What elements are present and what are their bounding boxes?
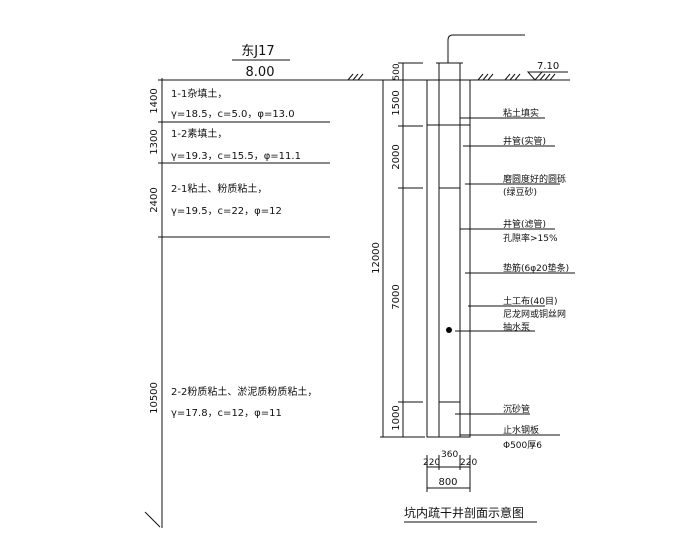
dim-500: 500 — [392, 63, 402, 80]
dim-800: 800 — [438, 477, 457, 488]
dim-360: 360 — [441, 450, 458, 460]
label-pump: 抽水泵 — [503, 321, 530, 333]
well-id: 东J17 — [241, 44, 274, 59]
dim-1400: 1400 — [149, 88, 160, 113]
well-body — [426, 34, 525, 438]
label-plate-size: Φ500厚6 — [503, 440, 542, 451]
dim-1000: 1000 — [391, 405, 402, 430]
layer-4-name: 2-2粉质粘土、淤泥质粉质粘土， — [171, 385, 317, 398]
well-dim-lines — [380, 62, 425, 438]
label-clay-fill: 粘土填实 — [503, 107, 539, 119]
label-steel-plate: 止水钢板 — [503, 424, 539, 436]
layer-3-name: 2-1粘土、粉质粘土， — [171, 182, 267, 195]
label-filter-pipe: 井管(滤管) — [503, 218, 546, 230]
label-spacer: 垫筋(6φ20垫条) — [503, 262, 569, 274]
leader-lines — [455, 117, 575, 436]
drawing-title: 坑内疏干井剖面示意图 — [404, 505, 524, 520]
dim-10500: 10500 — [149, 382, 160, 414]
dim-1300: 1300 — [149, 129, 160, 154]
dim-1500: 1500 — [391, 90, 402, 115]
label-solid-pipe: 井管(实管) — [503, 135, 546, 147]
label-gravel: 磨圆度好的圆砾 — [503, 173, 566, 185]
layer-1-params: γ=18.5，c=5.0，φ=13.0 — [171, 109, 295, 120]
dim-7000: 7000 — [391, 284, 402, 309]
layer-2-name: 1-2素填土， — [171, 127, 227, 140]
dim-2000: 2000 — [391, 144, 402, 169]
layer-2-params: γ=19.3，c=15.5，φ=11.1 — [171, 151, 301, 162]
label-porosity: 孔隙率>15% — [503, 232, 558, 244]
level-triangle-icon — [526, 71, 544, 81]
ground-level: 7.10 — [537, 61, 559, 72]
label-mesh: 尼龙网或铜丝网 — [503, 308, 566, 320]
layer-1-name: 1-1杂填土， — [171, 87, 227, 100]
layer-3-params: γ=19.5，c=22，φ=12 — [171, 206, 282, 217]
dim-2400: 2400 — [149, 187, 160, 212]
bottom-dim-lines — [426, 455, 471, 492]
dim-total-12000: 12000 — [371, 242, 382, 274]
label-gravel-2: (绿豆砂) — [503, 186, 537, 198]
layer-4-params: γ=17.8，c=12，φ=11 — [171, 408, 282, 419]
well-elevation: 8.00 — [246, 65, 275, 80]
label-geotextile: 土工布(40目) — [503, 295, 557, 307]
dim-220-left: 220 — [423, 458, 440, 468]
dim-220-right: 220 — [460, 458, 477, 468]
soil-profile — [144, 78, 345, 528]
label-sand-pipe: 沉砂管 — [503, 403, 530, 415]
